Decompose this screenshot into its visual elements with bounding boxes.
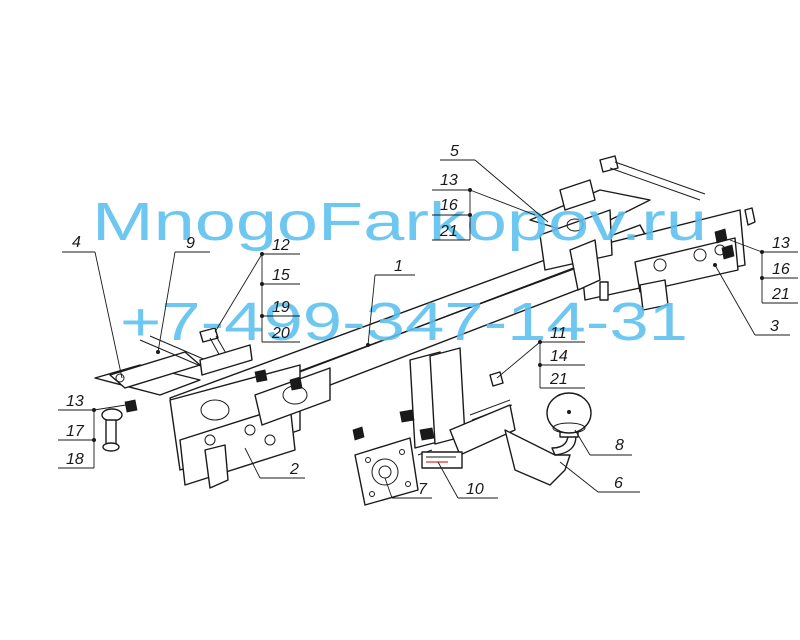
- assembly-drawing: [94, 155, 756, 506]
- callout-20: 20: [271, 325, 290, 342]
- center-drop-bracket: [399, 347, 513, 449]
- callout-21-right: 21: [771, 286, 790, 303]
- callout-11: 11: [550, 325, 567, 342]
- callout-14: 14: [550, 348, 568, 365]
- callout-15: 15: [272, 267, 290, 284]
- callout-16-upper: 16: [440, 197, 458, 214]
- ball-mount-part-6: [449, 404, 579, 486]
- callout-labels: 1 2 3 4 5 6 7 8 9: [58, 143, 798, 499]
- watermark-site: MnogoFarkopov.ru: [92, 192, 707, 252]
- tow-ball-part-8: [546, 392, 592, 434]
- watermark-phone: +7-499-347-14-31: [120, 292, 688, 352]
- callout-4: 4: [72, 234, 81, 251]
- left-bracket-part-2: [169, 364, 331, 489]
- callout-5: 5: [450, 143, 459, 160]
- callout-2: 2: [289, 461, 299, 478]
- callout-13-left: 13: [66, 393, 84, 410]
- callout-16-right: 16: [772, 261, 790, 278]
- callout-13-upper: 13: [440, 172, 458, 189]
- callout-1: 1: [394, 258, 403, 275]
- callout-19: 19: [272, 299, 290, 316]
- callout-18: 18: [66, 451, 84, 468]
- callout-21-upper: 21: [439, 223, 458, 240]
- callout-8: 8: [615, 437, 624, 454]
- socket-plate-part-7: [352, 426, 433, 506]
- callout-6: 6: [614, 475, 623, 492]
- callout-9: 9: [186, 235, 195, 252]
- left-bolt-group: [199, 327, 303, 391]
- callout-10: 10: [466, 481, 484, 498]
- callout-17: 17: [66, 423, 85, 440]
- callout-3: 3: [770, 318, 779, 335]
- callout-7: 7: [418, 481, 428, 498]
- callout-13-right: 13: [772, 235, 790, 252]
- callout-12: 12: [272, 237, 290, 254]
- upper-bracket-part-5: [529, 155, 706, 301]
- left-hardware-13-17-18: [101, 399, 138, 452]
- callout-21-center: 21: [549, 371, 568, 388]
- watermark: MnogoFarkopov.ru +7-499-347-14-31: [92, 192, 707, 352]
- kit-label-part-10: [421, 451, 463, 469]
